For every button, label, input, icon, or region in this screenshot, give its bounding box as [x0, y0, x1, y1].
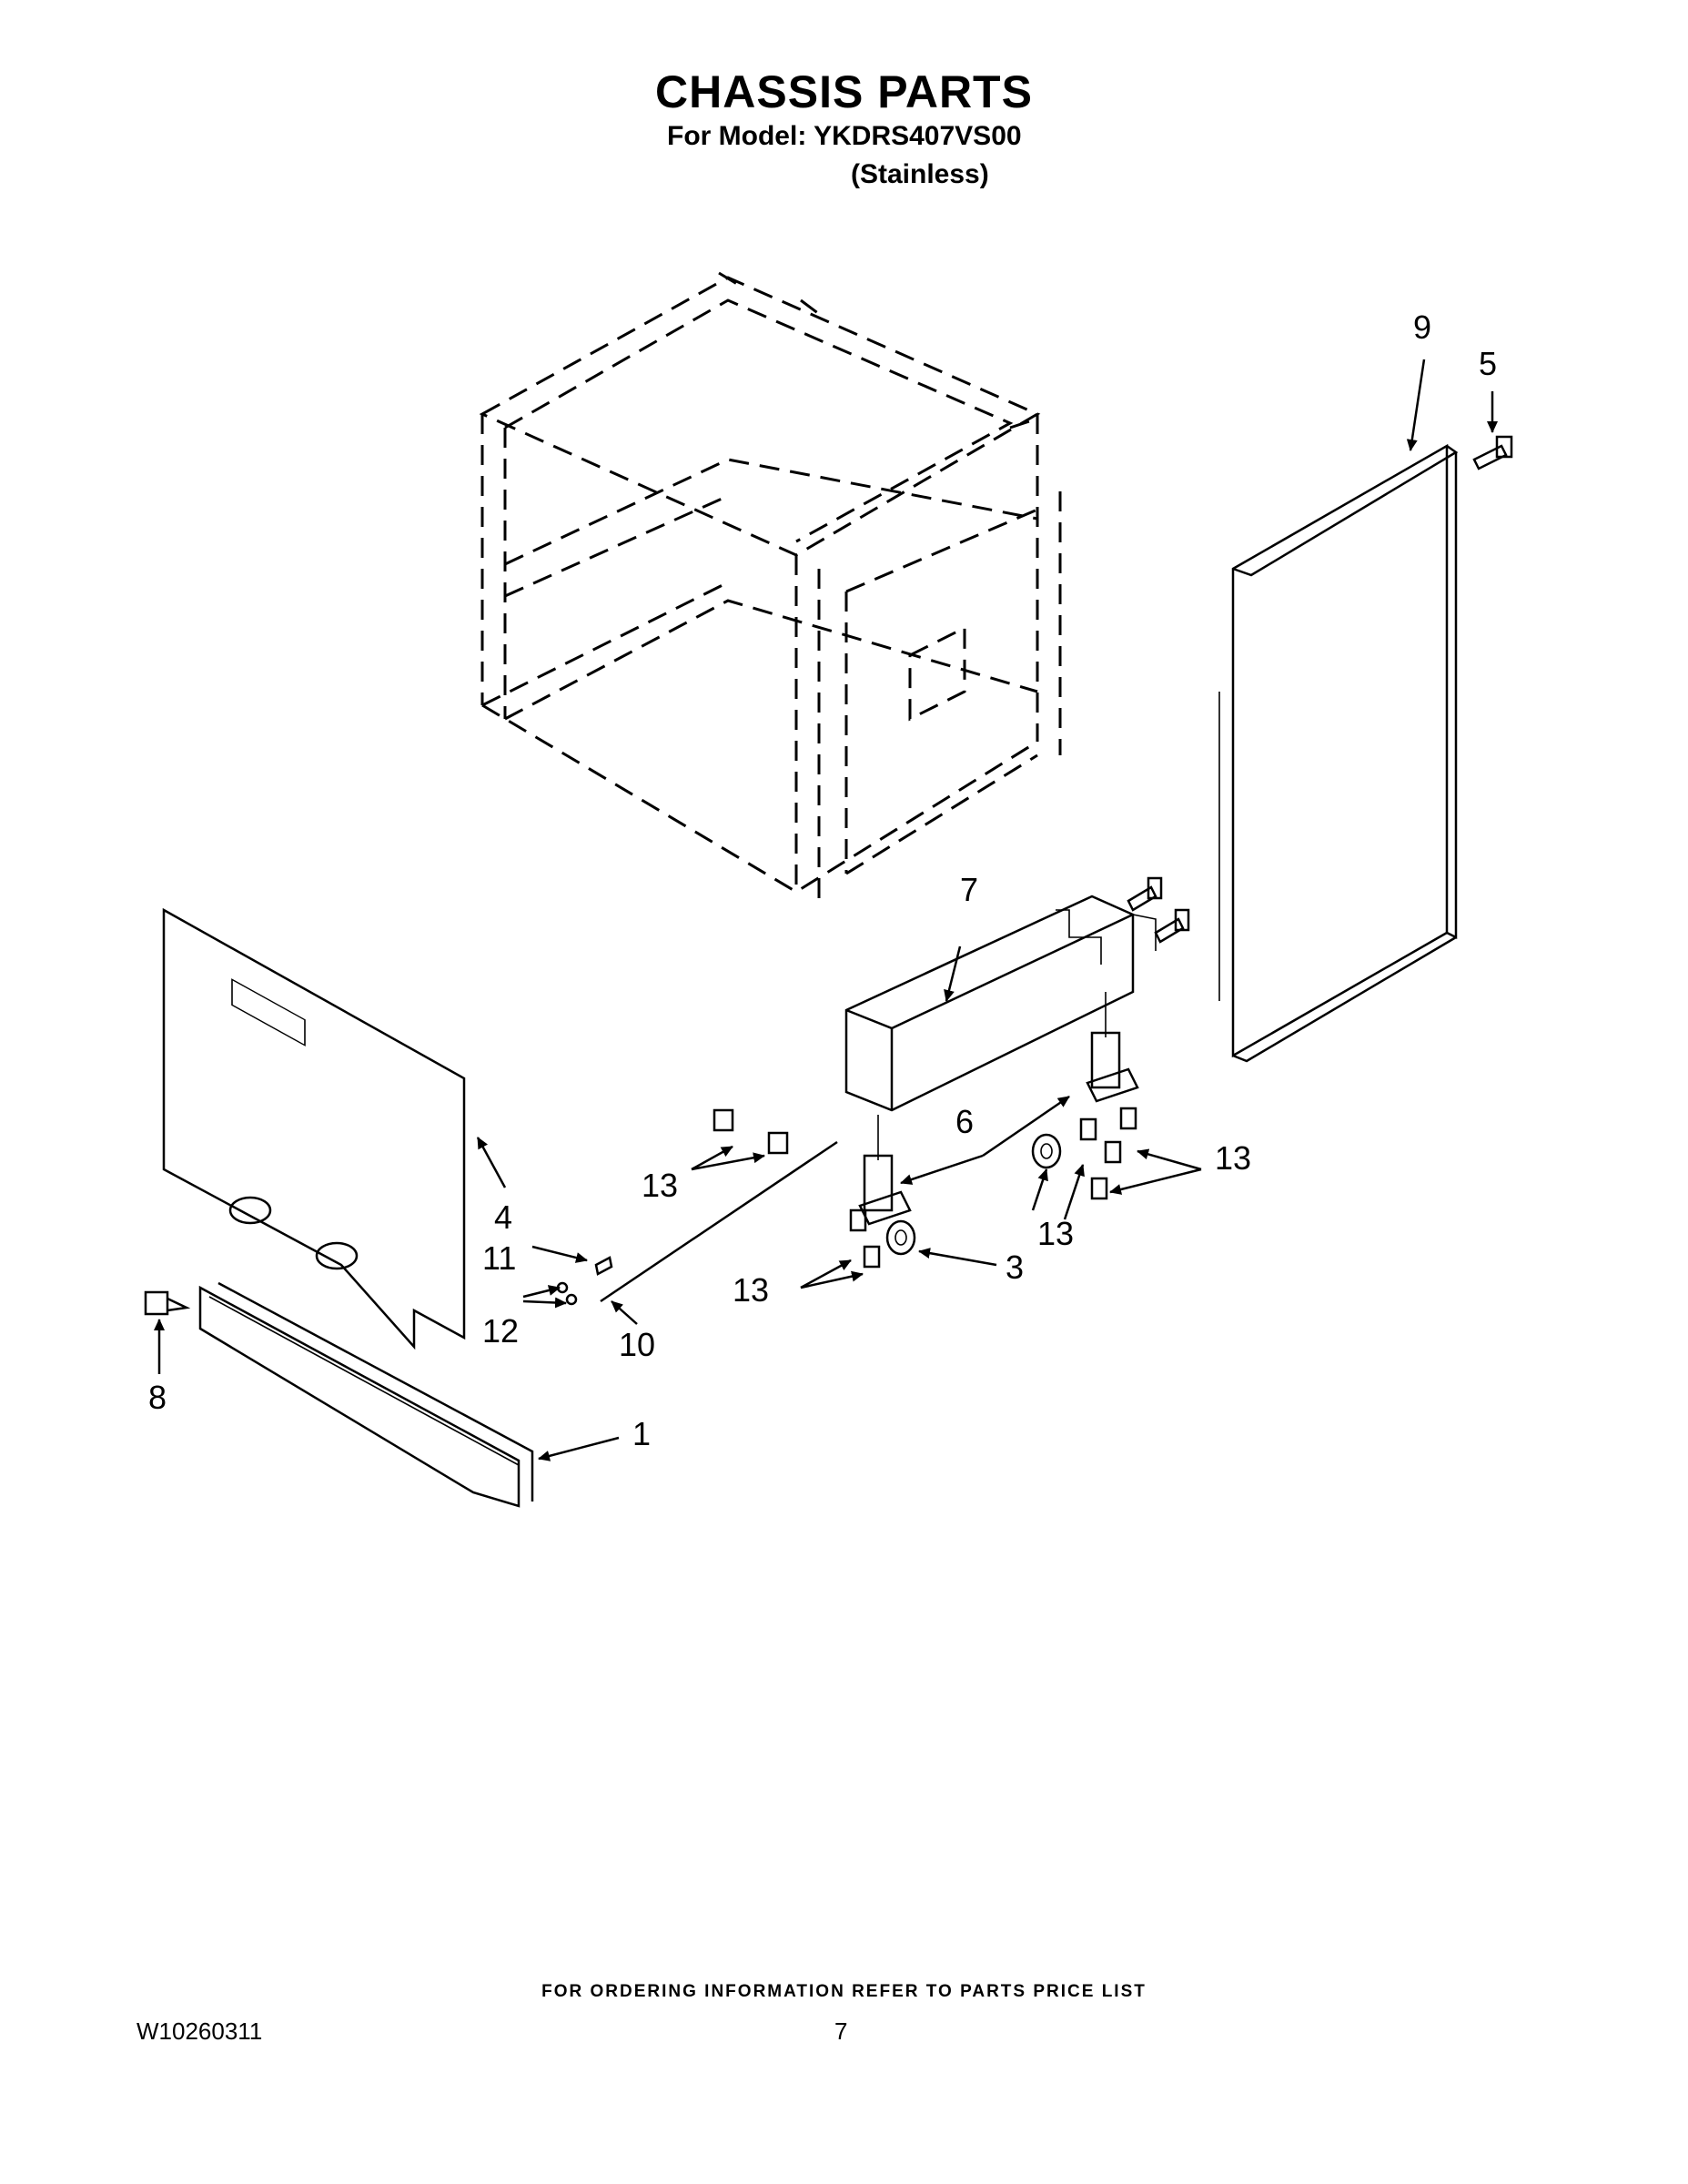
side-panel-part-9 — [1218, 443, 1459, 1063]
screws-part-13 — [713, 1107, 1137, 1269]
leveling-leg-right-part-6 — [1086, 992, 1139, 1103]
callout-10: 10 — [619, 1326, 655, 1363]
page-title: CHASSIS PARTS — [655, 66, 1033, 117]
callout-13-center: 13 — [1037, 1215, 1074, 1252]
bracket-screws — [1127, 876, 1190, 944]
callout-5: 5 — [1479, 345, 1497, 382]
dashed-cabinet-outline — [479, 271, 1062, 901]
finish-line: (Stainless) — [851, 159, 989, 189]
callout-11: 11 — [482, 1239, 516, 1277]
ordering-note: FOR ORDERING INFORMATION REFER TO PARTS … — [541, 1982, 1147, 2001]
caster-right-part-3 — [1031, 1133, 1062, 1169]
callout-13-left: 13 — [642, 1167, 678, 1204]
leader-arrows — [154, 359, 1498, 1461]
bracket-part-7 — [844, 895, 1157, 1112]
callout-13-bottom: 13 — [733, 1271, 769, 1309]
callout-1: 1 — [632, 1415, 651, 1452]
callout-13-right: 13 — [1215, 1139, 1251, 1177]
model-line: For Model: YKDRS407VS00 — [667, 121, 1022, 151]
screw-part-5 — [1472, 435, 1513, 470]
page-number: 7 — [834, 2017, 848, 2045]
back-panel-part-4 — [162, 907, 466, 1350]
callout-4: 4 — [494, 1198, 512, 1236]
callout-12: 12 — [482, 1312, 519, 1350]
document-number: W10260311 — [136, 2017, 263, 2045]
clips-part-12 — [556, 1281, 578, 1306]
caster-left-part-3 — [885, 1219, 916, 1256]
callout-7: 7 — [960, 871, 978, 908]
callout-3: 3 — [1006, 1249, 1024, 1286]
toe-kick-part-1 — [198, 1281, 534, 1508]
pin-part-11 — [594, 1256, 613, 1276]
callout-6: 6 — [955, 1103, 974, 1140]
screw-part-8 — [144, 1290, 191, 1316]
callout-8: 8 — [148, 1379, 167, 1416]
callout-9: 9 — [1413, 308, 1431, 346]
leveling-leg-left-part-6 — [858, 1115, 912, 1226]
rod-part-10 — [600, 1140, 838, 1303]
